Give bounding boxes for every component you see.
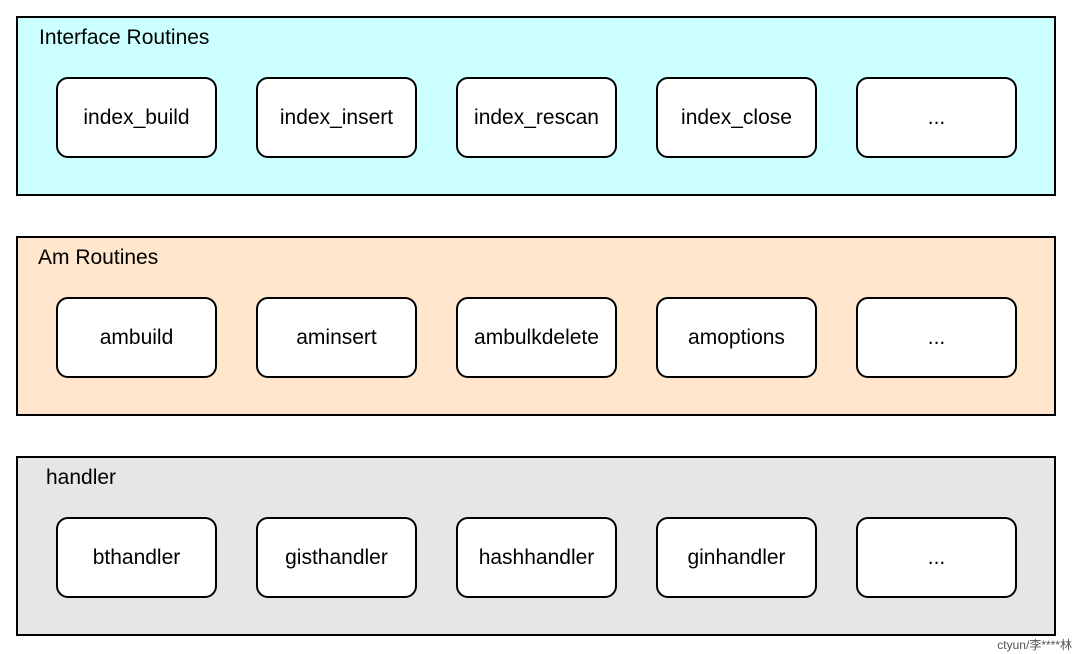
watermark: ctyun/李****林 [997, 638, 1072, 652]
handler-box: hashhandler [456, 517, 617, 598]
routine-box: index_build [56, 77, 217, 158]
handler-box: ginhandler [656, 517, 817, 598]
handler-box: gisthandler [256, 517, 417, 598]
routine-box: ambulkdelete [456, 297, 617, 378]
routine-box: ambuild [56, 297, 217, 378]
routine-box: aminsert [256, 297, 417, 378]
more-routines-box: ... [856, 77, 1017, 158]
more-handlers-box: ... [856, 517, 1017, 598]
handler-layer: handler bthandler gisthandler hashhandle… [16, 456, 1056, 636]
interface-routines-layer: Interface Routines index_build index_ins… [16, 16, 1056, 196]
more-routines-box: ... [856, 297, 1017, 378]
layer-title: handler [46, 466, 117, 489]
layer-title: Am Routines [38, 246, 159, 269]
routine-box: index_rescan [456, 77, 617, 158]
routine-box: amoptions [656, 297, 817, 378]
layer-title: Interface Routines [39, 26, 210, 49]
routine-box: index_insert [256, 77, 417, 158]
am-routines-layer: Am Routines ambuild aminsert ambulkdelet… [16, 236, 1056, 416]
handler-box: bthandler [56, 517, 217, 598]
routine-box: index_close [656, 77, 817, 158]
